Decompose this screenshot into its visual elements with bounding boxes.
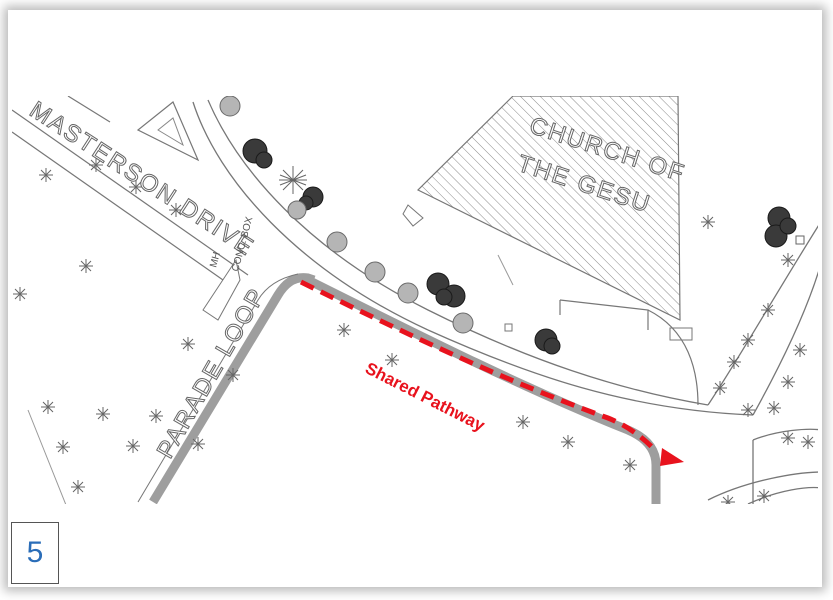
utility-marker (795, 235, 805, 245)
dark-trees (242, 138, 797, 355)
site-plan-map: MASTERSON DRIVE PARADE LOOP CHURCH OF TH… (12, 96, 818, 504)
left-boundary (27, 409, 67, 504)
mh-label: MH (208, 251, 223, 269)
conc-box (202, 258, 241, 321)
shared-pathway-label: Shared Pathway (362, 359, 488, 436)
shared-pathway-line (299, 279, 655, 450)
masterson-drive-road (12, 96, 249, 288)
parade-loop-edge (137, 273, 299, 503)
page-number: 5 (11, 522, 59, 584)
street-label-masterson: MASTERSON DRIVE (25, 96, 259, 261)
landscape-island (136, 101, 200, 162)
church-driveway (559, 300, 699, 406)
parade-loop-road (149, 273, 316, 504)
palm-trees (13, 158, 815, 504)
pathway-arrow-head (660, 448, 684, 466)
gray-trees (219, 96, 474, 334)
